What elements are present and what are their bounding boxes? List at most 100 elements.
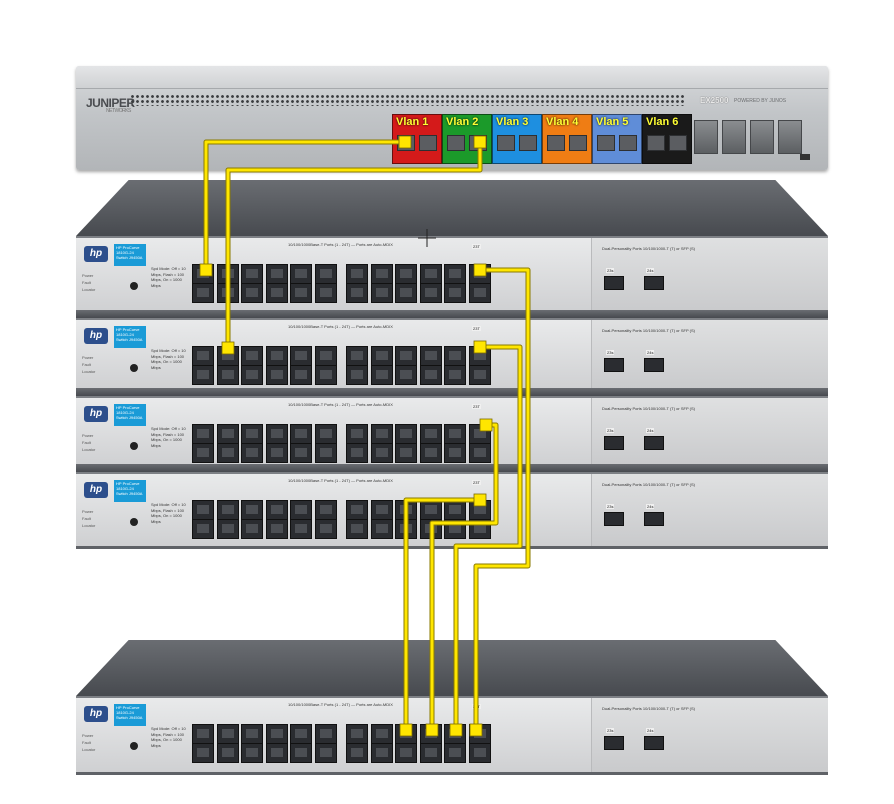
- sfp-24-label: 24s: [646, 350, 655, 355]
- ethernet-port: [314, 283, 337, 303]
- led-mode-button[interactable]: [130, 364, 138, 372]
- sfp-slot-23: [604, 512, 624, 526]
- ethernet-port: [444, 743, 466, 763]
- led-mode-button[interactable]: [130, 442, 138, 450]
- router-sfp-port: [722, 120, 746, 154]
- sfp-24-label: 24s: [646, 728, 655, 733]
- speed-legend: Spd Mode: Off = 10 Mbps, Flash = 100 Mbp…: [151, 348, 186, 370]
- port-bank-right: [346, 424, 498, 463]
- router-port: [597, 135, 615, 151]
- cable-connector: [449, 723, 463, 737]
- ethernet-port: [314, 724, 337, 744]
- ethernet-port: [314, 743, 337, 763]
- ethernet-port: [216, 365, 239, 385]
- port-bank-left: [192, 424, 344, 463]
- switch-lid: [76, 388, 828, 396]
- router-port: [447, 135, 465, 151]
- hp-logo: hp: [84, 706, 108, 722]
- crosshair-cursor-icon: [418, 229, 436, 247]
- procurve-badge: HP ProCurve 1810G-24 Switch J9450A: [114, 704, 146, 726]
- sfp-23-label: 23s: [606, 350, 615, 355]
- port-bank-left: [192, 724, 344, 763]
- ethernet-port: [419, 443, 442, 463]
- ethernet-port: [444, 283, 466, 303]
- led-mode-button[interactable]: [130, 282, 138, 290]
- vlan-label: Vlan 5: [596, 116, 629, 128]
- router-top-panel: [76, 66, 828, 89]
- network-cable: [226, 140, 482, 350]
- cable-connector: [473, 135, 487, 149]
- ethernet-port: [290, 365, 312, 385]
- port-23t-label: 23T: [472, 480, 481, 485]
- network-cable: [204, 140, 407, 272]
- ethernet-port: [265, 519, 288, 539]
- router-port: [669, 135, 687, 151]
- sfp-slot-23: [604, 736, 624, 750]
- ethernet-port: [241, 519, 263, 539]
- dual-port-label: Dual-Personality Ports 10/100/1000-T (T)…: [602, 328, 695, 333]
- status-leds: Power Fault Locator: [82, 355, 96, 374]
- ethernet-port: [346, 443, 368, 463]
- sfp-24-label: 24s: [646, 428, 655, 433]
- ports-header: 10/100/1000Base-T Ports (1 - 24T) — Port…: [288, 702, 393, 707]
- switch-front-panel: hp HP ProCurve 1810G-24 Switch J9450A Po…: [76, 472, 828, 549]
- switch-lid: [76, 310, 828, 318]
- status-leds: Power Fault Locator: [82, 733, 96, 752]
- ethernet-port: [265, 283, 288, 303]
- ports-header: 10/100/1000Base-T Ports (1 - 24T) — Port…: [288, 402, 393, 407]
- ethernet-port: [241, 743, 263, 763]
- cable-outline: [225, 139, 483, 351]
- ethernet-port: [192, 443, 214, 463]
- cable-connector: [469, 723, 483, 737]
- led-mode-button[interactable]: [130, 518, 138, 526]
- sfp-24-label: 24s: [646, 504, 655, 509]
- ethernet-port: [444, 365, 466, 385]
- ethernet-port: [241, 365, 263, 385]
- ethernet-port: [192, 283, 214, 303]
- ethernet-port: [370, 283, 393, 303]
- ethernet-port: [192, 365, 214, 385]
- led-mode-button[interactable]: [130, 742, 138, 750]
- cable-connector: [398, 135, 412, 149]
- sfp-slot-24: [644, 512, 664, 526]
- procurve-badge: HP ProCurve 1810G-24 Switch J9450A: [114, 326, 146, 348]
- switch-lid: [76, 640, 828, 696]
- sfp-slot-24: [644, 276, 664, 290]
- ethernet-port: [265, 743, 288, 763]
- router-port: [547, 135, 565, 151]
- speed-legend: Spd Mode: Off = 10 Mbps, Flash = 100 Mbp…: [151, 266, 186, 288]
- ethernet-port: [314, 264, 337, 284]
- sfp-24-label: 24s: [646, 268, 655, 273]
- ethernet-port: [468, 443, 491, 463]
- vlan-6-block: Vlan 6: [642, 114, 692, 164]
- router-sfp-port: [750, 120, 774, 154]
- ethernet-port: [419, 424, 442, 444]
- network-cable: [404, 498, 482, 732]
- switch-lid: [76, 180, 828, 236]
- cable-outline: [429, 422, 499, 733]
- vlan-label: Vlan 4: [546, 116, 579, 128]
- ethernet-port: [192, 519, 214, 539]
- sfp-slot-24: [644, 358, 664, 372]
- status-leds: Power Fault Locator: [82, 273, 96, 292]
- ethernet-port: [468, 743, 491, 763]
- ethernet-port: [241, 443, 263, 463]
- switch-lid: [76, 464, 828, 472]
- ethernet-port: [395, 365, 417, 385]
- ethernet-port: [192, 743, 214, 763]
- status-leds: Power Fault Locator: [82, 433, 96, 452]
- ethernet-port: [419, 365, 442, 385]
- hp-procurve-switch: hp HP ProCurve 1810G-24 Switch J9450A Po…: [76, 464, 828, 549]
- router-port: [569, 135, 587, 151]
- ports-header: 10/100/1000Base-T Ports (1 - 24T) — Port…: [288, 242, 393, 247]
- status-leds: Power Fault Locator: [82, 509, 96, 528]
- sfp-23-label: 23s: [606, 504, 615, 509]
- ethernet-port: [314, 519, 337, 539]
- dual-port-label: Dual-Personality Ports 10/100/1000-T (T)…: [602, 246, 695, 251]
- ports-header: 10/100/1000Base-T Ports (1 - 24T) — Port…: [288, 478, 393, 483]
- ethernet-port: [370, 519, 393, 539]
- network-cable: [454, 345, 522, 732]
- ethernet-port: [419, 264, 442, 284]
- ethernet-port: [444, 443, 466, 463]
- port-bank-left: [192, 346, 344, 385]
